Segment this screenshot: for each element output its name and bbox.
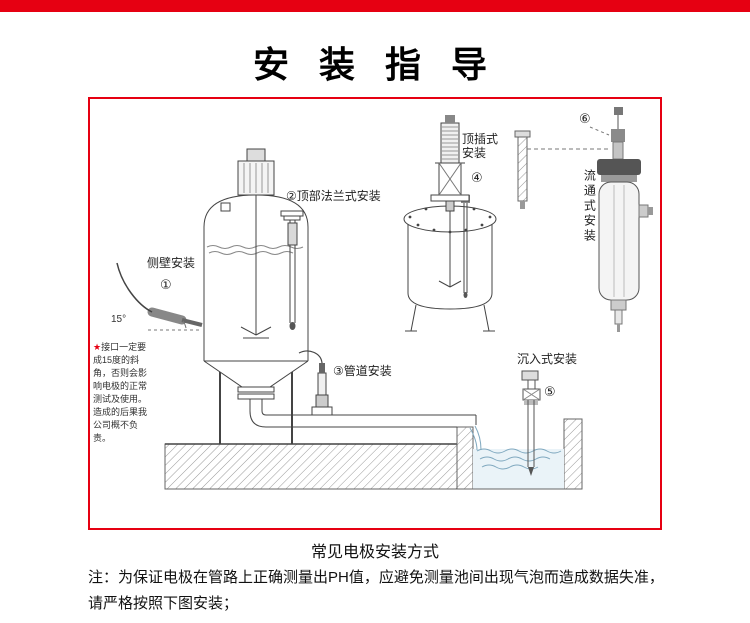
sidewall-electrode-group [116,262,203,331]
ground-group [164,418,583,490]
label-top-flange: ②顶部法兰式安装 [286,189,381,203]
marker-2: ② [286,189,297,203]
marker-4: ④ [471,170,483,185]
reactor-group [403,115,497,332]
installation-diagram-svg [116,107,653,490]
label-pipeline: ③管道安装 [333,364,392,378]
pipeline-electrode-group [298,350,333,416]
label-top-insert: 顶插式 安装 [462,132,499,161]
spare-fitting-group [514,126,610,209]
angle-label: 15° [111,314,127,325]
submerged-electrode-group [521,370,541,476]
tank-group [116,148,477,444]
red-topbar [0,0,750,12]
page-title: 安 装 指 导 [252,44,497,85]
note-text: 注：为保证电极在管路上正确测量出PH值，应避免测量池间出现气泡而造成数据失准， … [88,565,678,616]
marker-6: ⑥ [579,111,591,126]
marker-1: ① [160,277,172,292]
flow-cell-group [597,107,653,332]
warning-star: ★ [93,342,102,352]
diagram-frame: 侧壁安装 ① ②顶部法兰式安装 ③管道安装 顶插式 安装 ④ 沉入式安装 ⑤ 流… [88,97,662,530]
marker-3: ③ [333,364,344,378]
pool-water-waves [469,425,562,470]
marker-5: ⑤ [544,384,556,399]
top-flange-electrode-group [280,210,304,330]
note-line-1: 注：为保证电极在管路上正确测量出PH值，应避免测量池间出现气泡而造成数据失准， [88,569,664,586]
diagram-caption: 常见电极安装方式 [310,544,439,561]
label-submerged: 沉入式安装 [517,352,578,366]
note-line-2: 请严格按照下图安装； [88,594,239,612]
warning-note: ★接口一定要成15度的斜角，否则会影响电极的正常测试及使用。造成的后果我公司概不… [93,342,148,444]
label-flow-through: 流通式安装 [582,169,597,244]
label-side-wall: 侧壁安装 [147,256,196,270]
